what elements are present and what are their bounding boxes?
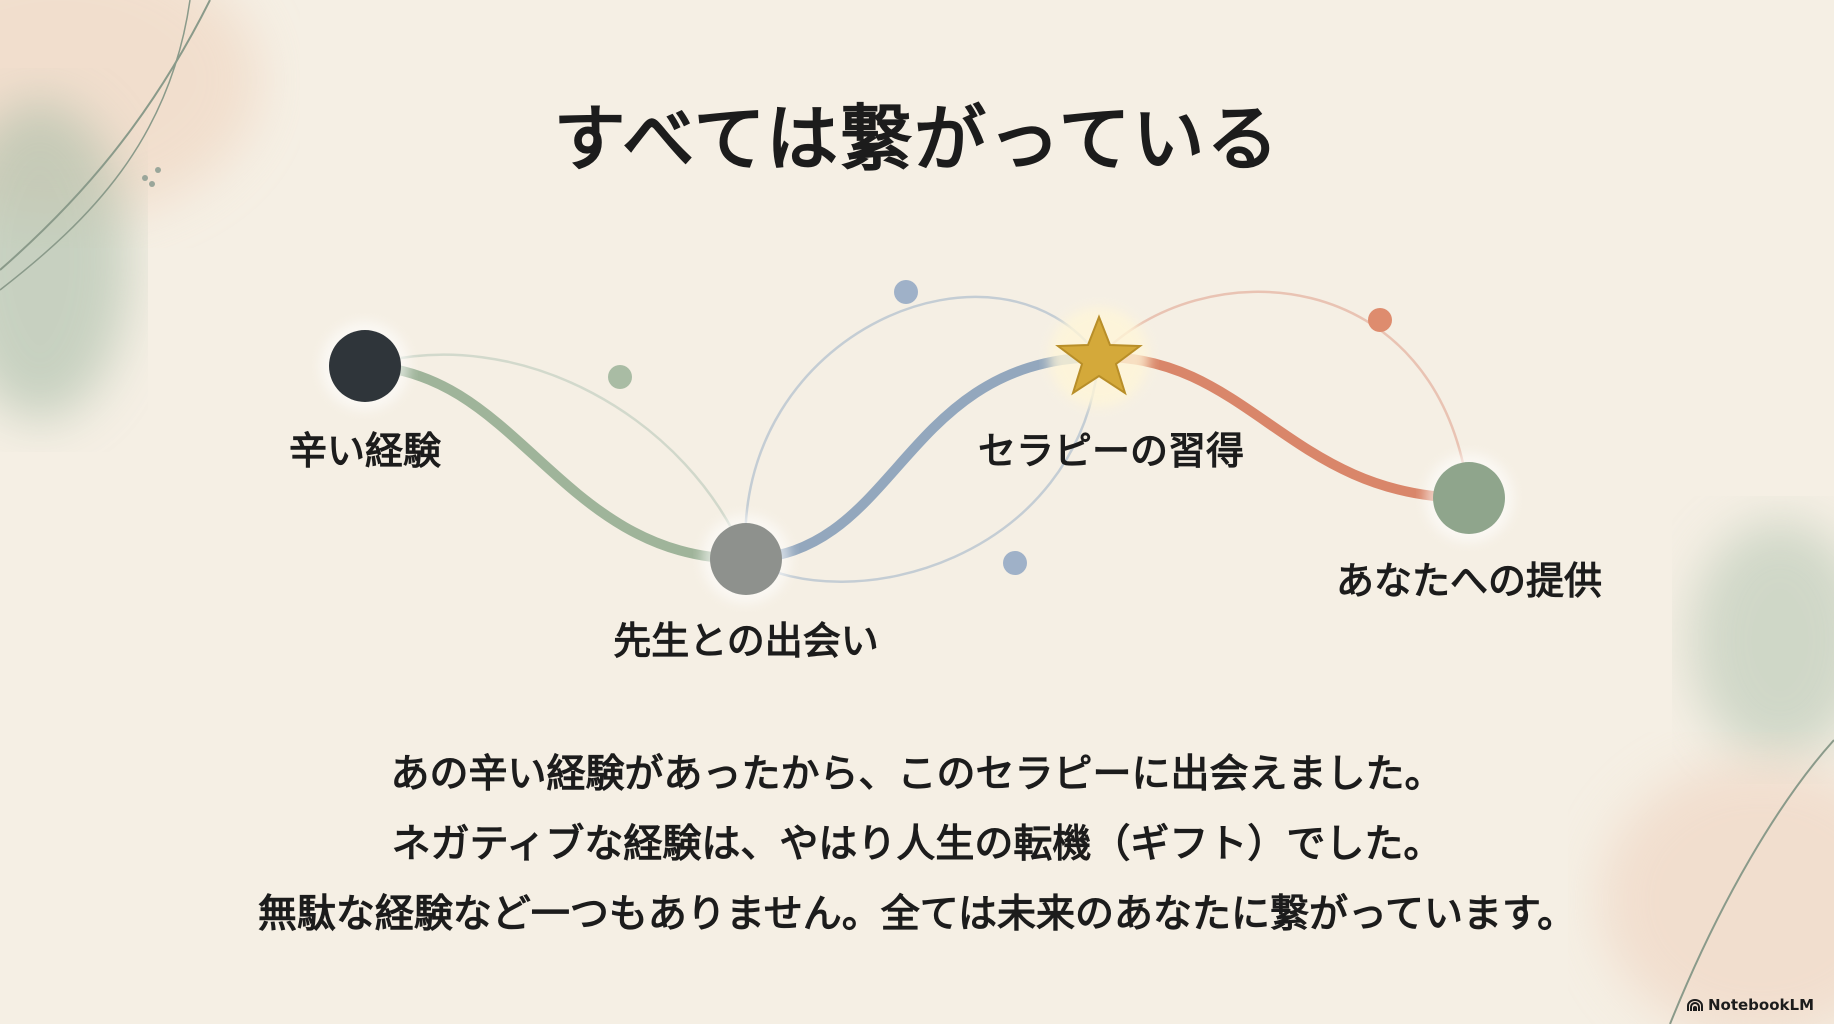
small-dot-green <box>608 365 632 389</box>
thin-arc-blue-bottom <box>745 356 1101 583</box>
node-label: 先生との出会い <box>613 619 879 663</box>
node-offering-to-you <box>1433 462 1505 534</box>
brand-name: NotebookLM <box>1707 996 1814 1014</box>
thin-arc-blue-top <box>744 295 1101 560</box>
body-line: あの辛い経験があったから、このセラピーに出会えました。 <box>390 752 1444 797</box>
path-orange <box>1094 351 1474 503</box>
body-line: 無駄な経験など一つもありません。全ては未来のあなたに繋がっています。 <box>257 892 1577 937</box>
node-label: 辛い経験 <box>288 429 442 473</box>
small-dot-orange <box>1368 308 1392 332</box>
brand-watermark: NotebookLM <box>1686 996 1814 1014</box>
node-painful-experience <box>329 330 401 402</box>
path-blue <box>741 352 1104 564</box>
thin-arc-green <box>364 353 748 560</box>
node-label: セラピーの習得 <box>977 429 1245 473</box>
notebooklm-logo-icon <box>1686 999 1703 1011</box>
star-icon <box>1055 314 1143 396</box>
body-line: ネガティブな経験は、やはり人生の転機（ギフト）でした。 <box>391 822 1443 867</box>
thin-arc-orange <box>1098 290 1471 499</box>
small-dot-blue <box>1003 551 1027 575</box>
path-green <box>360 361 751 565</box>
node-meeting-teacher <box>710 523 782 595</box>
small-dot-blue <box>894 280 918 304</box>
body-text: あの辛い経験があったから、このセラピーに出会えました。 ネガティブな経験は、やは… <box>0 740 1834 950</box>
page-title: すべては繋がっている <box>553 96 1281 181</box>
node-label: あなたへの提供 <box>1335 559 1603 603</box>
